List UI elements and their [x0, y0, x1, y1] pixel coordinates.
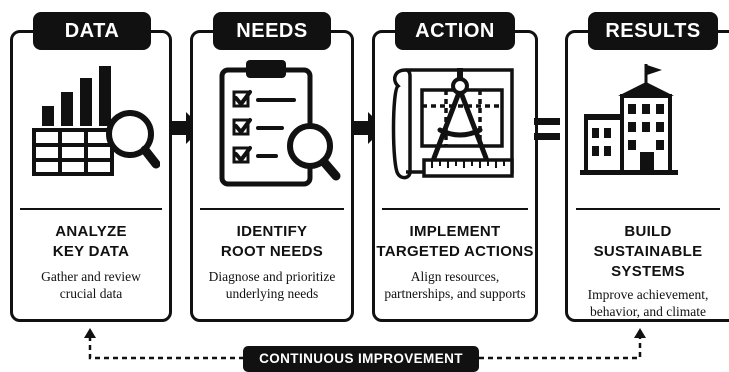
stage-description-data: Gather and review crucial data: [41, 269, 141, 301]
stage-heading-action: IMPLEMENT TARGETED ACTIONS: [376, 223, 534, 260]
divider: [382, 208, 528, 210]
divider: [200, 208, 344, 210]
stage-description-results: Improve achievement, behavior, and clima…: [587, 287, 709, 319]
bar-chart-magnifier-icon: [32, 66, 160, 176]
arrow-right-icon: [354, 112, 384, 144]
blueprint-compass-icon: [391, 68, 514, 180]
stage-tag-action: ACTION: [395, 12, 515, 50]
stage-heading-results: BUILD SUSTAINABLE SYSTEMS: [593, 223, 703, 280]
stage-tag-data: DATA: [33, 12, 151, 50]
stage-tag-needs: NEEDS: [213, 12, 331, 50]
stage-heading-needs: IDENTIFY ROOT NEEDS: [220, 223, 324, 260]
divider: [576, 208, 720, 210]
arrow-right-icon: [172, 112, 202, 144]
continuous-improvement-label: CONTINUOUS IMPROVEMENT: [243, 346, 479, 372]
stage-tag-results: RESULTS: [588, 12, 718, 50]
clipboard-checklist-icon: [219, 60, 341, 187]
divider: [20, 208, 162, 210]
school-building-icon: [580, 64, 678, 175]
feedback-loop-arrow: [84, 328, 646, 360]
stage-heading-data: ANALYZE KEY DATA: [52, 223, 130, 260]
stage-description-action: Align resources, partnerships, and suppo…: [384, 269, 526, 301]
stage-description-needs: Diagnose and prioritize underlying needs: [208, 269, 336, 301]
equals-icon: [534, 118, 560, 140]
